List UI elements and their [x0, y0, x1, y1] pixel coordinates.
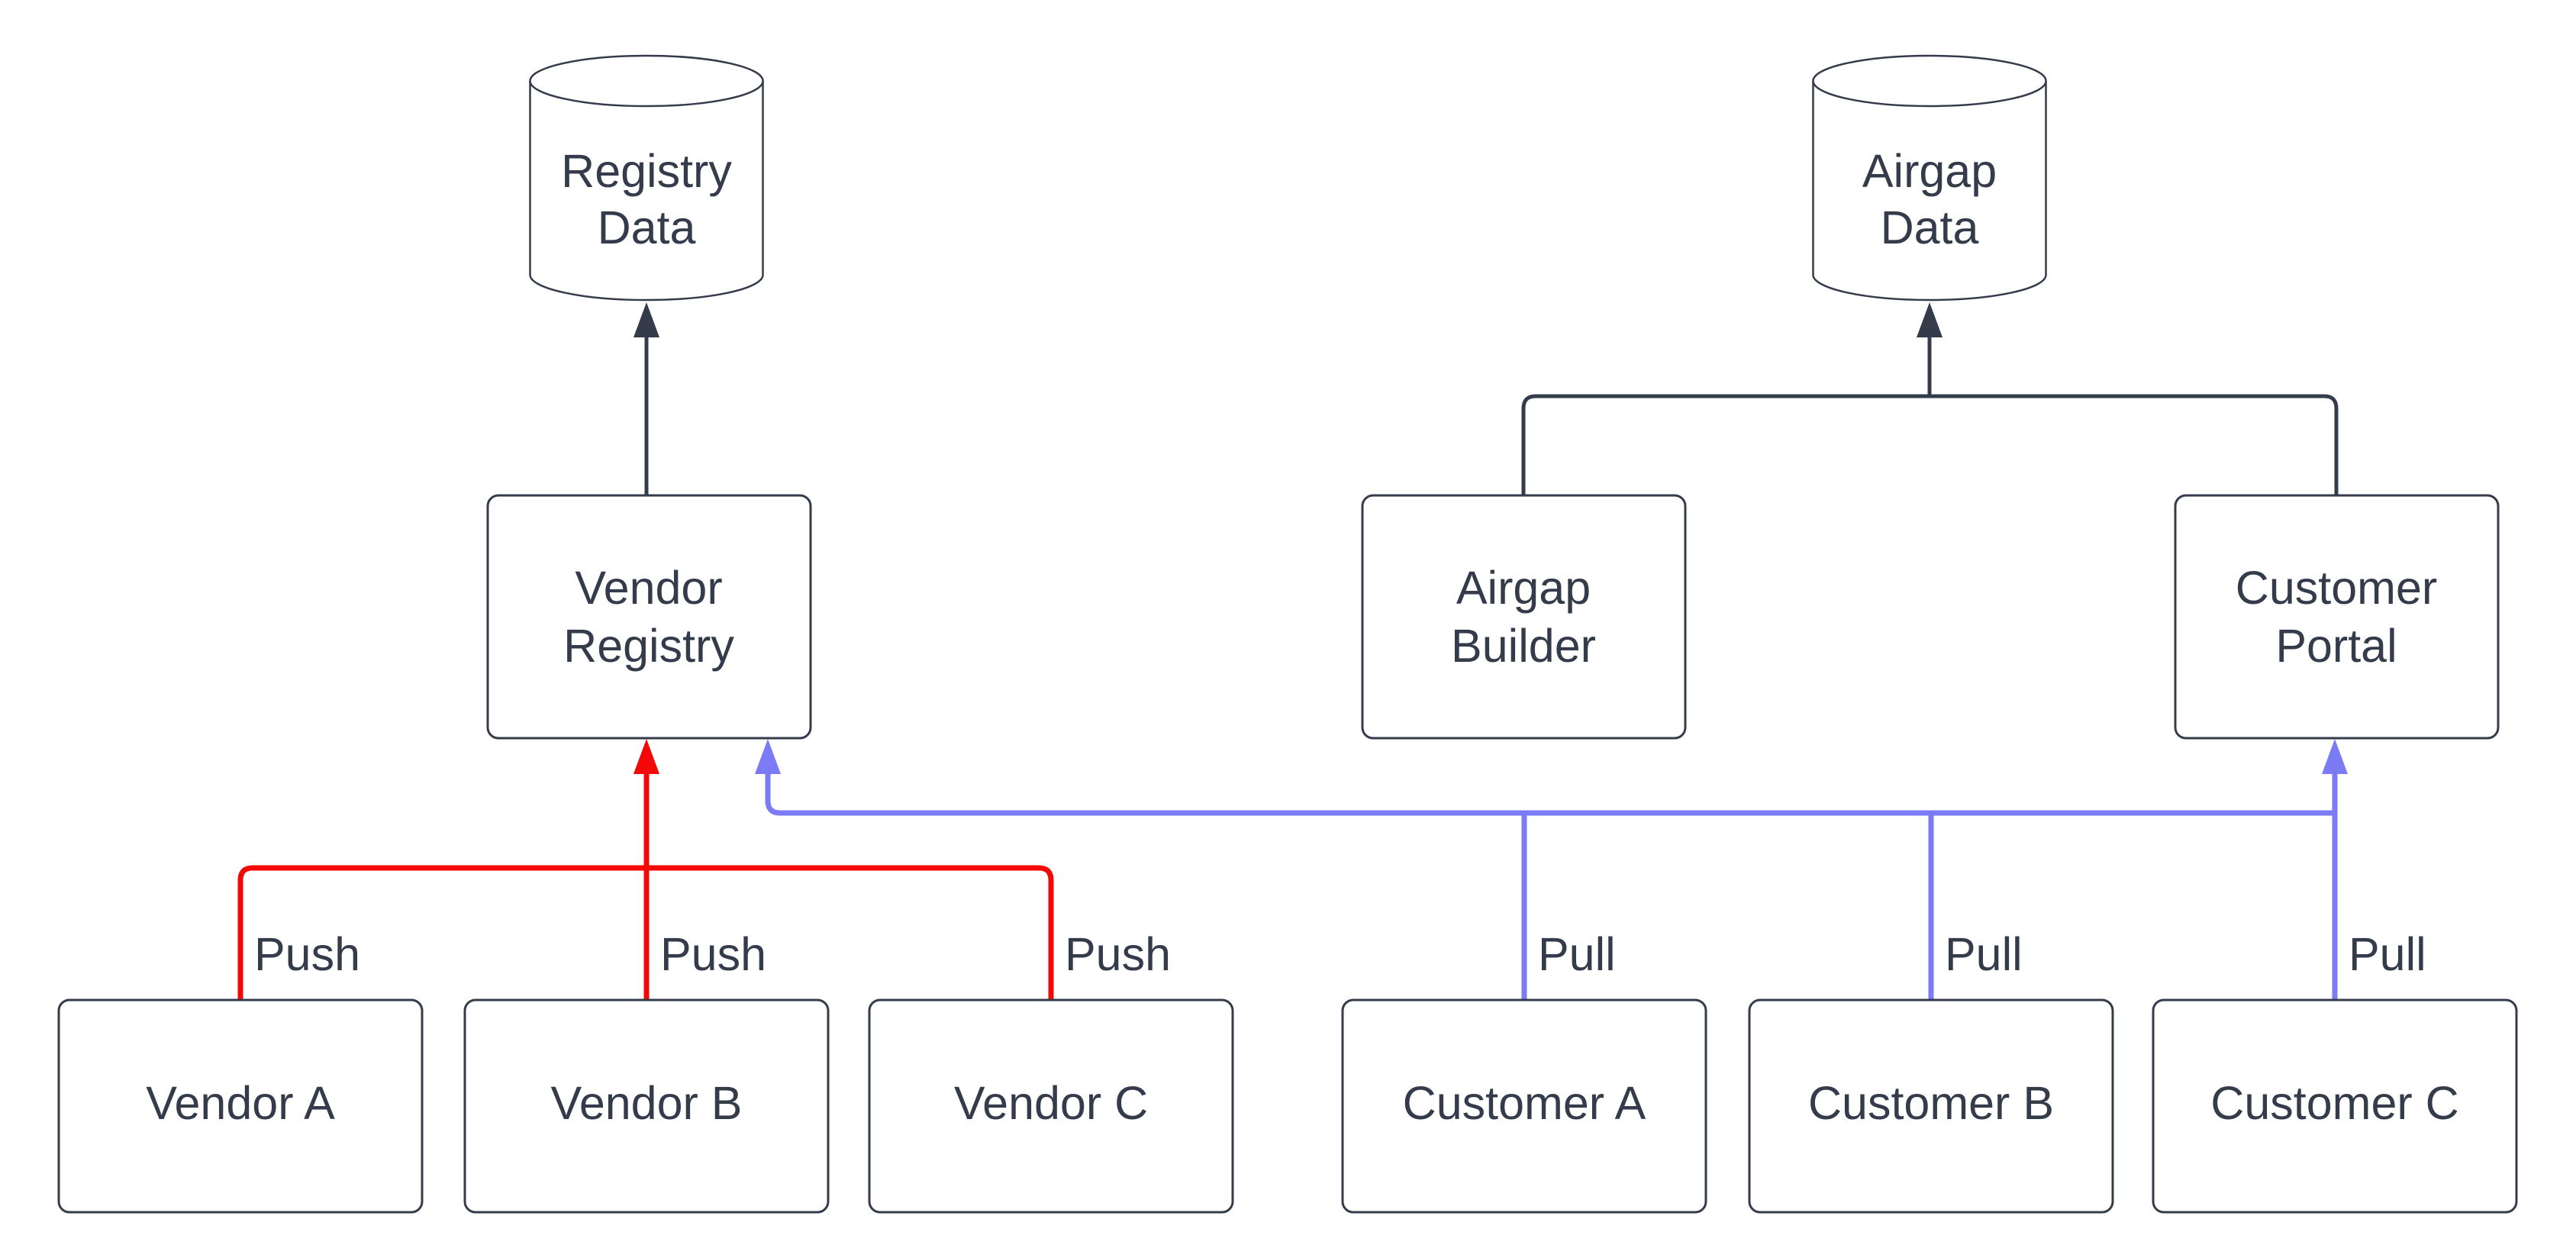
edge-label-push: Push [254, 928, 360, 980]
cylinder-body [529, 81, 764, 302]
node-vendor-c: Vendor C [868, 998, 1234, 1214]
node-customer-a: Customer A [1341, 998, 1707, 1214]
node-box [2174, 494, 2500, 740]
node-label: Customer [2236, 562, 2437, 614]
node-label: Customer B [1808, 1077, 2054, 1129]
node-vendor-registry: Vendor Registry [486, 494, 812, 740]
node-vendor-a: Vendor A [57, 998, 424, 1214]
arrow-head-icon [634, 302, 659, 337]
edge-label-push: Push [660, 928, 766, 980]
node-box [2152, 998, 2518, 1214]
arrow-head-icon [755, 739, 781, 774]
node-vendor-b: Vendor B [463, 998, 830, 1214]
edge-group-push [237, 739, 1054, 1000]
node-label: Customer A [1403, 1077, 1646, 1129]
node-label: Vendor [575, 562, 722, 614]
edge-label-pull: Pull [1538, 928, 1616, 980]
node-label: Customer C [2210, 1077, 2458, 1129]
edge-builder-portal-branch [1521, 394, 2339, 495]
edge-group-dark [634, 302, 2339, 495]
edge-group-pull [755, 739, 2348, 1000]
node-label: Data [598, 202, 696, 253]
node-airgap-data: Airgap Data [1812, 54, 2047, 302]
arrow-head-icon [1917, 302, 1942, 337]
node-label: Registry [561, 145, 732, 197]
node-customer-b: Customer B [1748, 998, 2114, 1214]
node-customer-portal: Customer Portal [2174, 494, 2500, 740]
node-airgap-builder: Airgap Builder [1361, 494, 1687, 740]
cylinder-body [1812, 81, 2047, 302]
node-label: Registry [563, 620, 734, 672]
edge-label-pull: Pull [2349, 928, 2426, 980]
edge-pull-bus [765, 773, 2335, 816]
node-label: Data [1881, 202, 1979, 253]
node-box [868, 998, 1234, 1214]
cylinder-top [1812, 54, 2047, 108]
node-label: Vendor B [551, 1077, 743, 1129]
node-label: Vendor A [146, 1077, 335, 1129]
node-box [463, 998, 830, 1214]
node-registry-data: Registry Data [529, 54, 764, 302]
node-label: Airgap [1862, 145, 1997, 197]
edge-label-push: Push [1065, 928, 1171, 980]
node-label: Portal [2275, 620, 2397, 672]
edge-labels: Push Push Push Pull Pull Pull [254, 928, 2426, 980]
node-box [1361, 494, 1687, 740]
node-label: Airgap [1456, 562, 1591, 614]
node-box [1748, 998, 2114, 1214]
node-box [486, 494, 812, 740]
cylinder-top [529, 54, 764, 108]
node-box [1341, 998, 1707, 1214]
node-box [57, 998, 424, 1214]
arrow-head-icon [634, 739, 659, 774]
edge-label-pull: Pull [1945, 928, 2023, 980]
node-label: Builder [1451, 620, 1596, 672]
node-customer-c: Customer C [2152, 998, 2518, 1214]
arrow-head-icon [2322, 739, 2348, 774]
node-label: Vendor C [954, 1077, 1148, 1129]
